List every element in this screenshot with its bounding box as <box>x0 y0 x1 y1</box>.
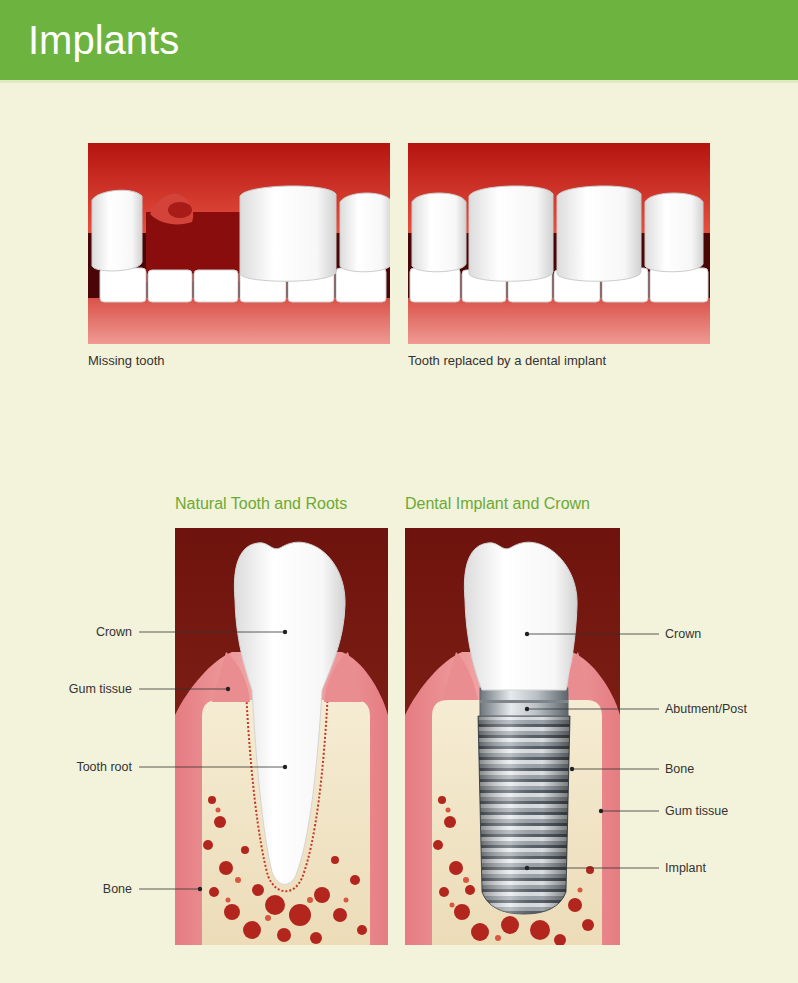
part-label: Implant <box>665 861 706 876</box>
part-label: Tooth root <box>76 760 132 775</box>
page-title: Implants <box>28 16 179 64</box>
photo-panel: Missing tooth <box>88 143 390 369</box>
part-label: Crown <box>96 625 132 640</box>
part-label: Bone <box>665 762 694 777</box>
panel-heading: Natural Tooth and Roots <box>175 494 388 514</box>
section-panel: Natural Tooth and Roots <box>175 494 388 945</box>
part-label: Crown <box>665 627 701 642</box>
part-label: Gum tissue <box>665 804 728 819</box>
part-label: Abutment/Post <box>665 702 747 717</box>
part-label: Gum tissue <box>69 682 132 697</box>
panel-heading: Dental Implant and Crown <box>405 494 620 514</box>
panel-caption: Missing tooth <box>88 353 390 369</box>
section-panel: Dental Implant and Crown <box>405 494 620 945</box>
photo-panel: Tooth replaced by a dental implant <box>408 143 710 369</box>
panel-caption: Tooth replaced by a dental implant <box>408 353 710 369</box>
part-label: Bone <box>103 882 132 897</box>
band-rule <box>0 80 798 83</box>
